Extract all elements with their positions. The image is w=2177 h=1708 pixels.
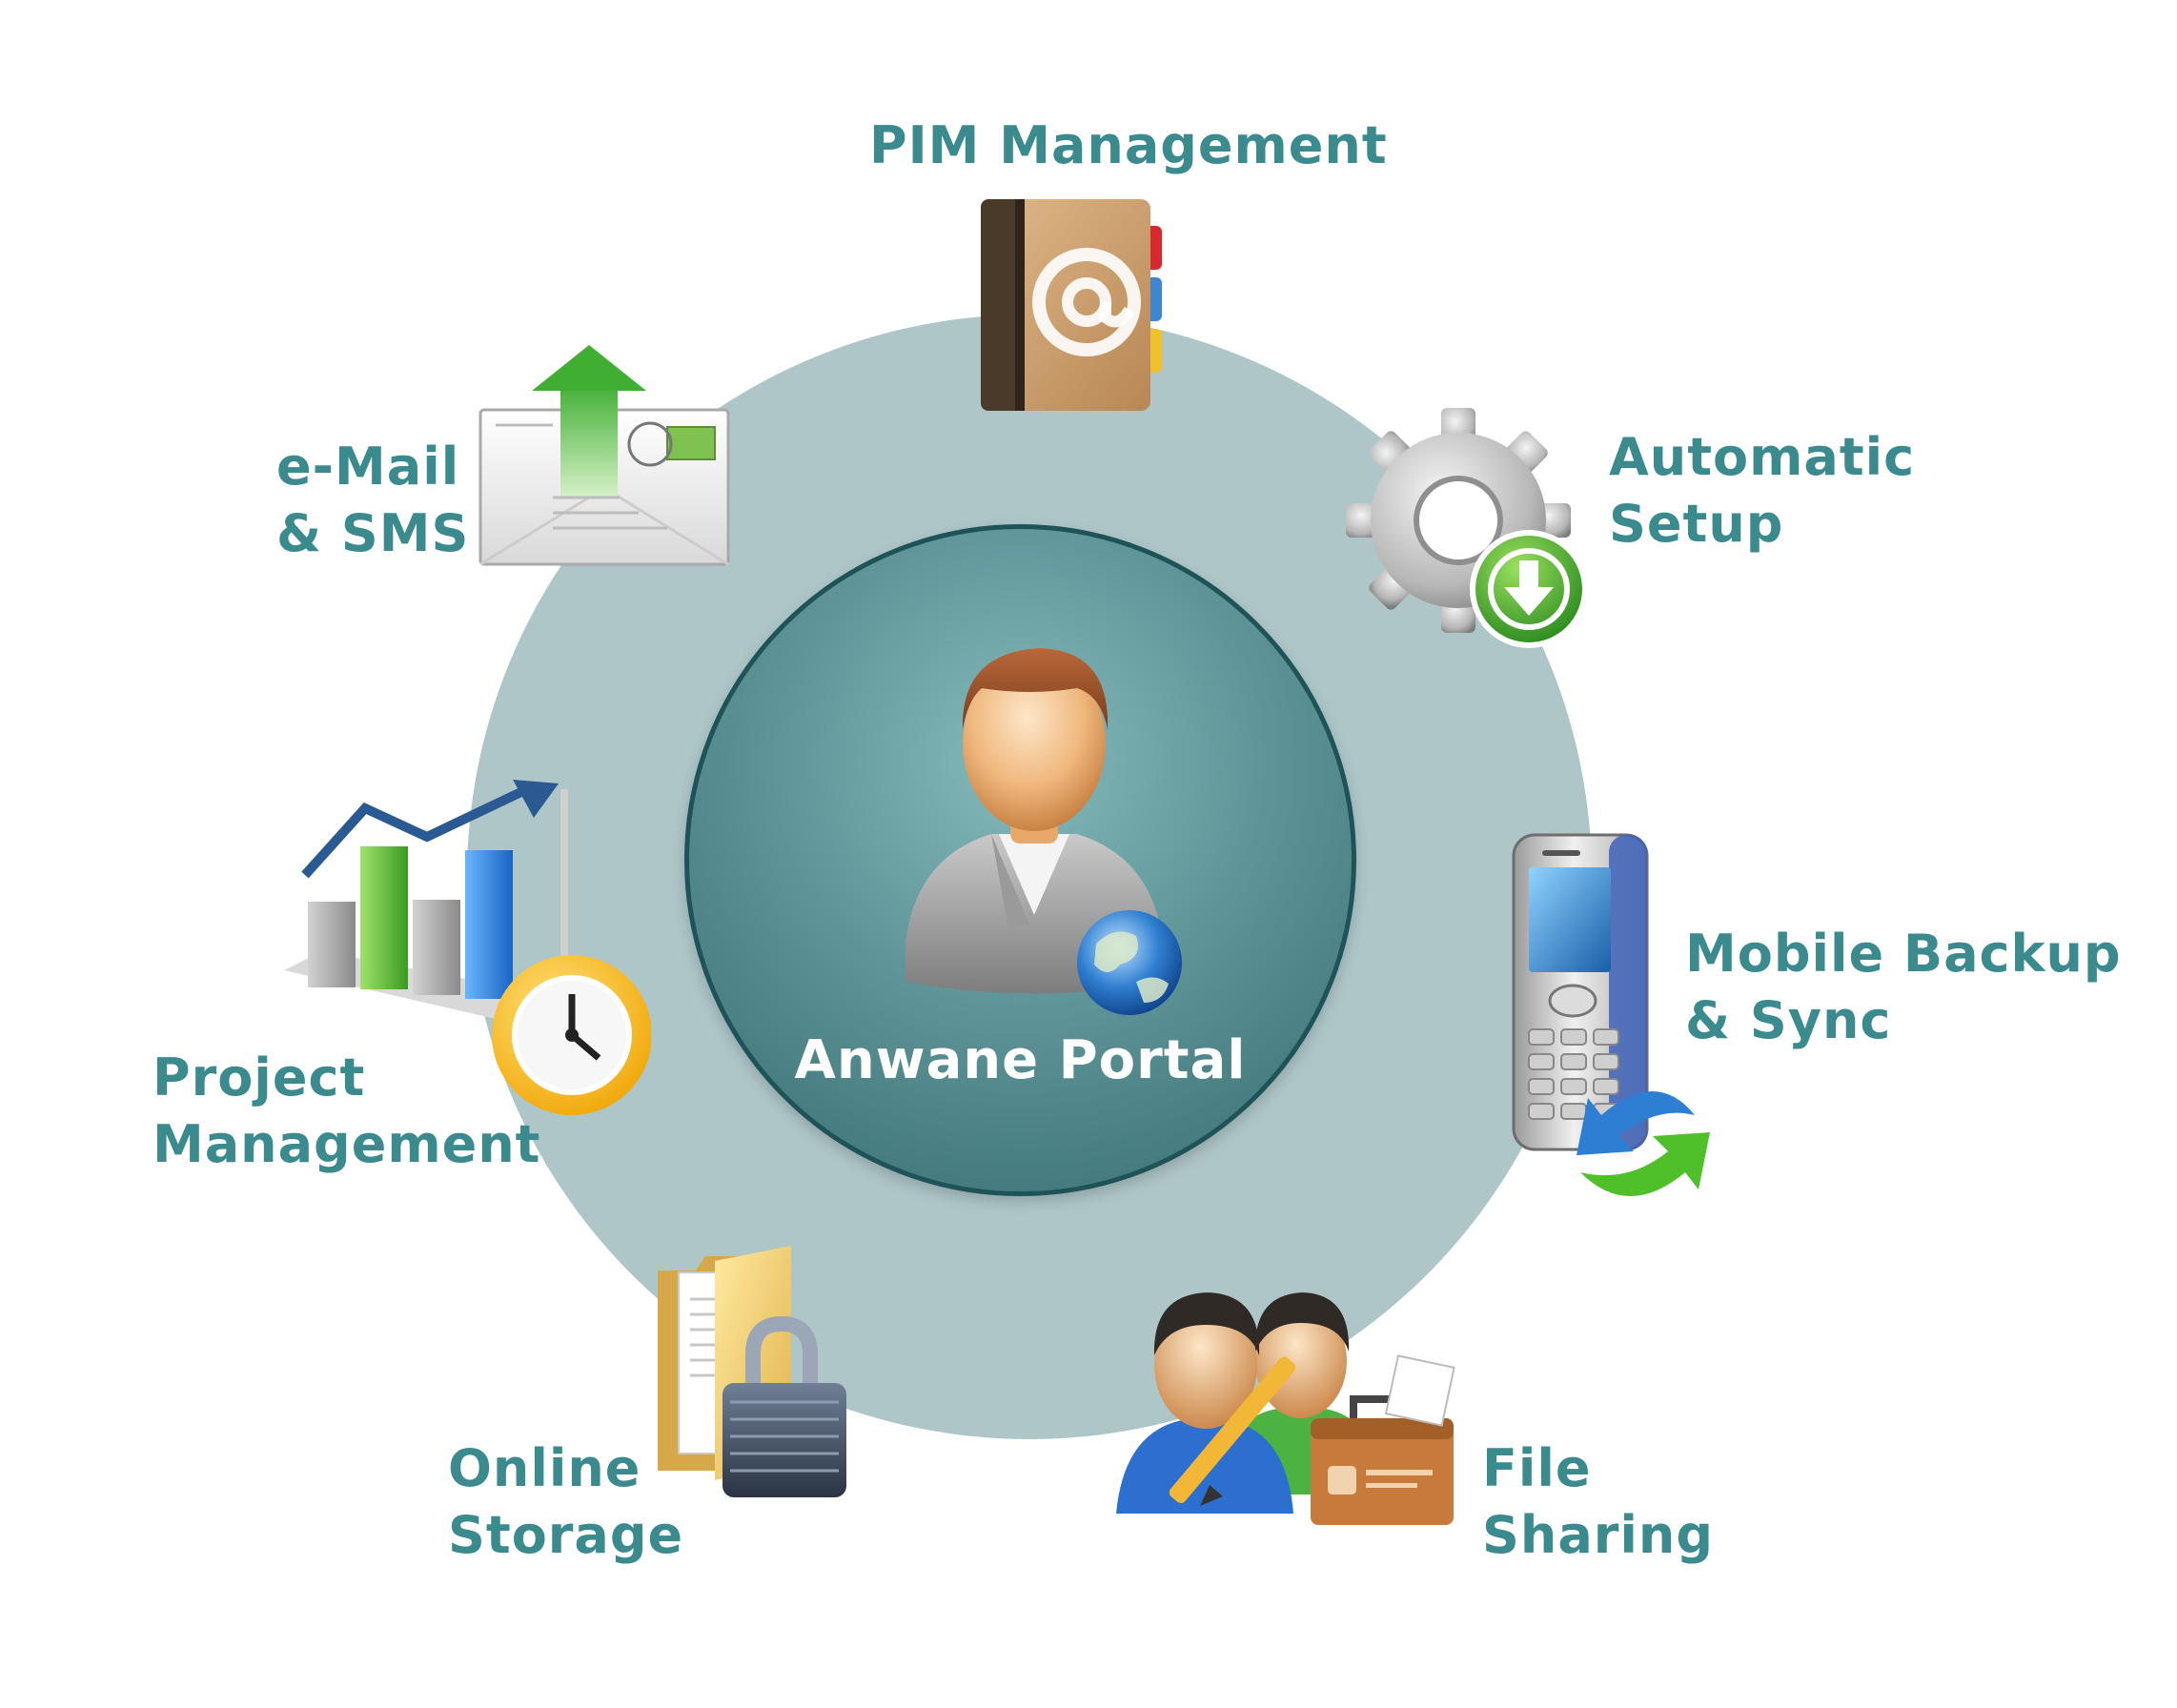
- mobile-backup-sync-label: Mobile Backup & Sync: [1685, 924, 2122, 1050]
- locked-folder-icon: [648, 1242, 877, 1511]
- portal-title: Anwane Portal: [794, 1029, 1247, 1091]
- user-globe-icon: [886, 629, 1182, 1029]
- email-sms-label: e-Mail & SMS: [276, 437, 470, 563]
- gear-download-icon: [1346, 408, 1596, 656]
- automatic-setup-label: Automatic Setup: [1609, 427, 1916, 554]
- pim-management-label: PIM Management: [869, 115, 1388, 175]
- file-sharing-label: File Sharing: [1482, 1438, 1715, 1565]
- address-book-icon: [977, 195, 1172, 415]
- chart-clock-icon: [284, 780, 651, 1123]
- envelope-upload-icon: [477, 345, 732, 570]
- project-management-label: Project Management: [153, 1047, 541, 1174]
- online-storage-label: Online Storage: [448, 1438, 684, 1565]
- users-share-icon: [1110, 1256, 1473, 1528]
- mobile-phone-sync-icon: [1495, 829, 1723, 1230]
